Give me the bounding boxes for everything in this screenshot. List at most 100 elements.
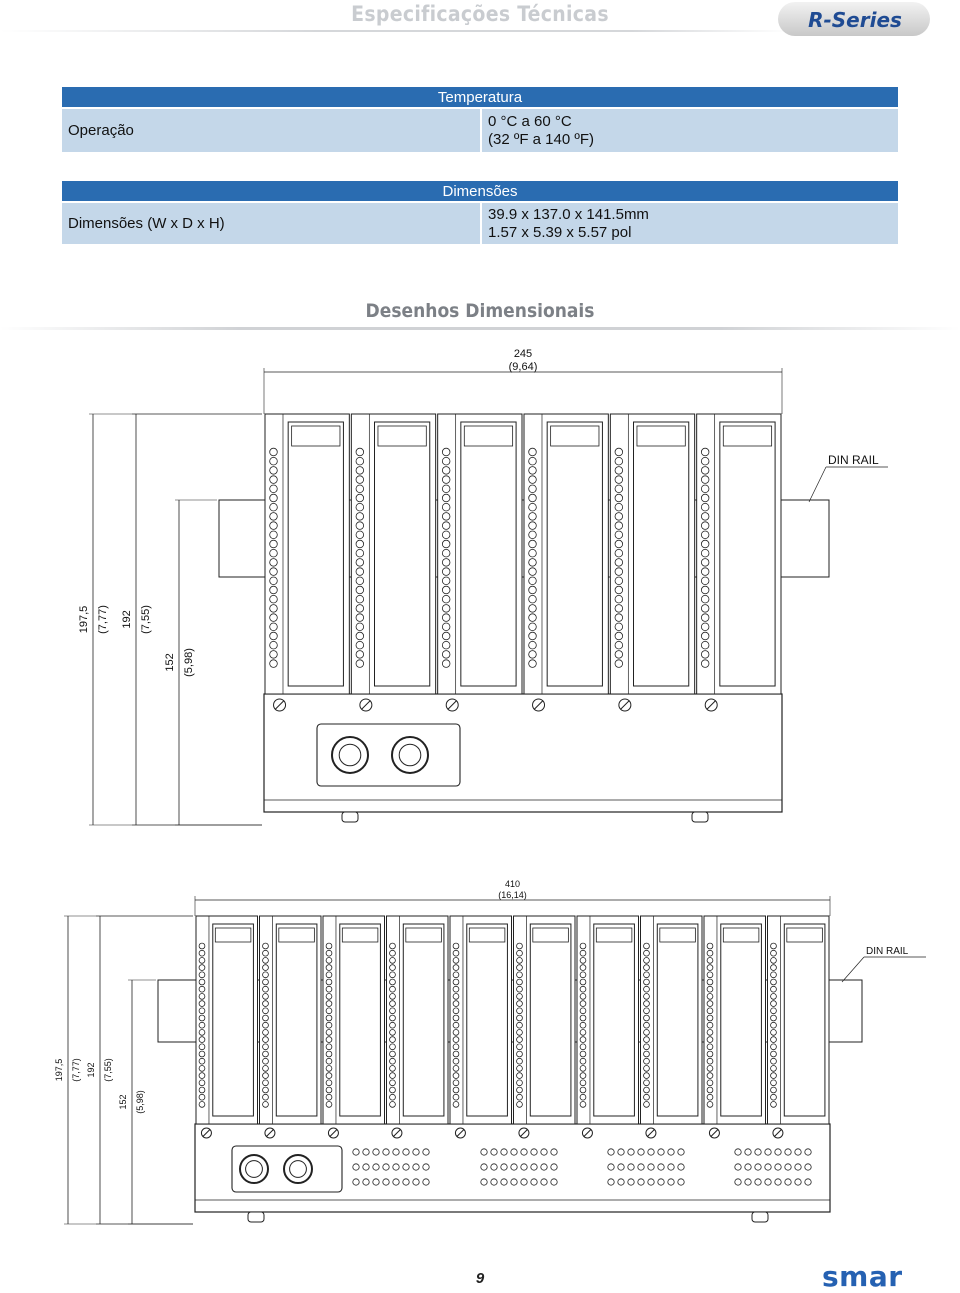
- terminal-block-screw: [794, 1163, 802, 1171]
- terminal-dot: [452, 971, 460, 979]
- height-mm-label: 192: [86, 1062, 96, 1077]
- terminal-dot: [355, 585, 365, 595]
- terminal-dot: [528, 650, 537, 659]
- terminal-dot: [452, 1086, 460, 1094]
- terminal-dot: [452, 1101, 460, 1108]
- terminal-dot: [770, 1057, 777, 1065]
- terminal-dot: [614, 604, 624, 613]
- terminal-dot: [643, 1043, 650, 1051]
- terminal-dot: [700, 631, 710, 641]
- terminal-dot: [452, 985, 460, 993]
- terminal-dot: [700, 484, 710, 493]
- terminal-dot: [269, 659, 278, 668]
- terminal-dot: [198, 949, 206, 957]
- terminal-dot: [452, 1093, 460, 1101]
- terminal-dot: [706, 1079, 714, 1087]
- terminal-block-screw: [607, 1163, 615, 1171]
- terminal-dot: [643, 1057, 650, 1065]
- terminal-dot: [269, 558, 278, 567]
- terminal-dot: [355, 484, 365, 493]
- terminal-dot: [706, 1000, 714, 1007]
- terminal-dot: [516, 1065, 523, 1072]
- module-window: [593, 923, 635, 1117]
- terminal-dot: [355, 659, 365, 668]
- terminal-dot: [643, 964, 650, 971]
- screw-slot: [710, 1129, 719, 1137]
- terminal-dot: [198, 1072, 206, 1079]
- terminal-dot: [700, 493, 710, 503]
- terminal-dot: [579, 1050, 587, 1058]
- terminal-dot: [441, 641, 451, 650]
- brand-logo: R-Series: [808, 8, 902, 32]
- operation-label: Operação: [62, 108, 482, 152]
- height-mm-label: 197,5: [54, 1059, 64, 1082]
- terminal-dot: [528, 475, 537, 484]
- terminal-dot: [706, 957, 714, 964]
- terminal-dot: [325, 1007, 333, 1015]
- terminal-dot: [262, 1007, 269, 1015]
- terminal-dot: [389, 1021, 396, 1029]
- terminal-dot: [269, 604, 278, 613]
- terminal-dot: [325, 1021, 333, 1029]
- terminal-dot: [528, 659, 537, 668]
- terminal-dot: [198, 964, 206, 971]
- terminal-dot: [452, 1072, 460, 1079]
- terminal-dot: [516, 949, 523, 957]
- terminal-dot: [700, 659, 710, 668]
- terminal-dot: [770, 1101, 777, 1108]
- screw-slot: [274, 700, 285, 710]
- terminal-dot: [441, 595, 451, 604]
- terminal-dot: [269, 539, 278, 549]
- terminal-dot: [441, 613, 451, 622]
- din-leader: [841, 956, 865, 983]
- terminal-dot: [325, 1043, 333, 1051]
- terminal-dot: [706, 1021, 714, 1029]
- terminal-block-screw: [422, 1163, 430, 1171]
- terminal-dot: [325, 971, 333, 979]
- terminal-dot: [528, 493, 537, 503]
- terminal-dot: [643, 1072, 650, 1079]
- terminal-dot: [643, 1079, 650, 1087]
- dimensions-value-line2: 1.57 x 5.39 x 5.57 pol: [488, 223, 632, 241]
- terminal-block-screw: [382, 1163, 390, 1171]
- terminal-block-screw: [734, 1178, 742, 1186]
- height-in-label: (5,98): [135, 1090, 145, 1114]
- terminal-dot: [269, 530, 278, 539]
- screw-slot: [266, 1129, 274, 1137]
- screw-slot: [774, 1129, 782, 1137]
- terminal-block-screw: [677, 1163, 685, 1171]
- terminal-dot: [325, 1057, 333, 1065]
- terminal-dot: [262, 1065, 269, 1072]
- terminal-dot: [325, 978, 333, 986]
- terminal-dot: [770, 1029, 777, 1036]
- terminal-dot: [528, 604, 537, 613]
- terminal-dot: [325, 1072, 333, 1079]
- terminal-block-screw: [500, 1163, 508, 1171]
- connector-pins: [338, 743, 362, 767]
- terminal-dot: [198, 1014, 206, 1022]
- page-header-title: Especificações Técnicas: [351, 2, 609, 26]
- dimensions-value-line1: 39.9 x 137.0 x 141.5mm: [488, 205, 649, 223]
- terminal-dot: [389, 1043, 396, 1051]
- terminal-dot: [355, 613, 365, 622]
- terminal-dot: [262, 1050, 269, 1058]
- screw-slot: [361, 700, 371, 710]
- terminal-dot: [770, 1093, 777, 1101]
- module-label-slot: [786, 927, 823, 943]
- terminal-dot: [528, 549, 537, 558]
- terminal-dot: [614, 576, 624, 585]
- terminal-dot: [389, 1014, 396, 1022]
- terminal-block-screw: [372, 1148, 380, 1156]
- terminal-dot: [770, 1086, 777, 1094]
- terminal-dot: [770, 978, 777, 986]
- terminal-dot: [198, 1007, 206, 1015]
- terminal-dot: [770, 1072, 777, 1079]
- terminal-dot: [355, 521, 365, 530]
- terminal-dot: [452, 964, 460, 971]
- terminal-dot: [441, 576, 451, 585]
- terminal-block-screw: [647, 1163, 655, 1171]
- terminal-dot: [528, 457, 537, 466]
- terminal-dot: [579, 971, 587, 979]
- terminal-dot: [614, 457, 624, 466]
- terminal-dot: [614, 493, 624, 503]
